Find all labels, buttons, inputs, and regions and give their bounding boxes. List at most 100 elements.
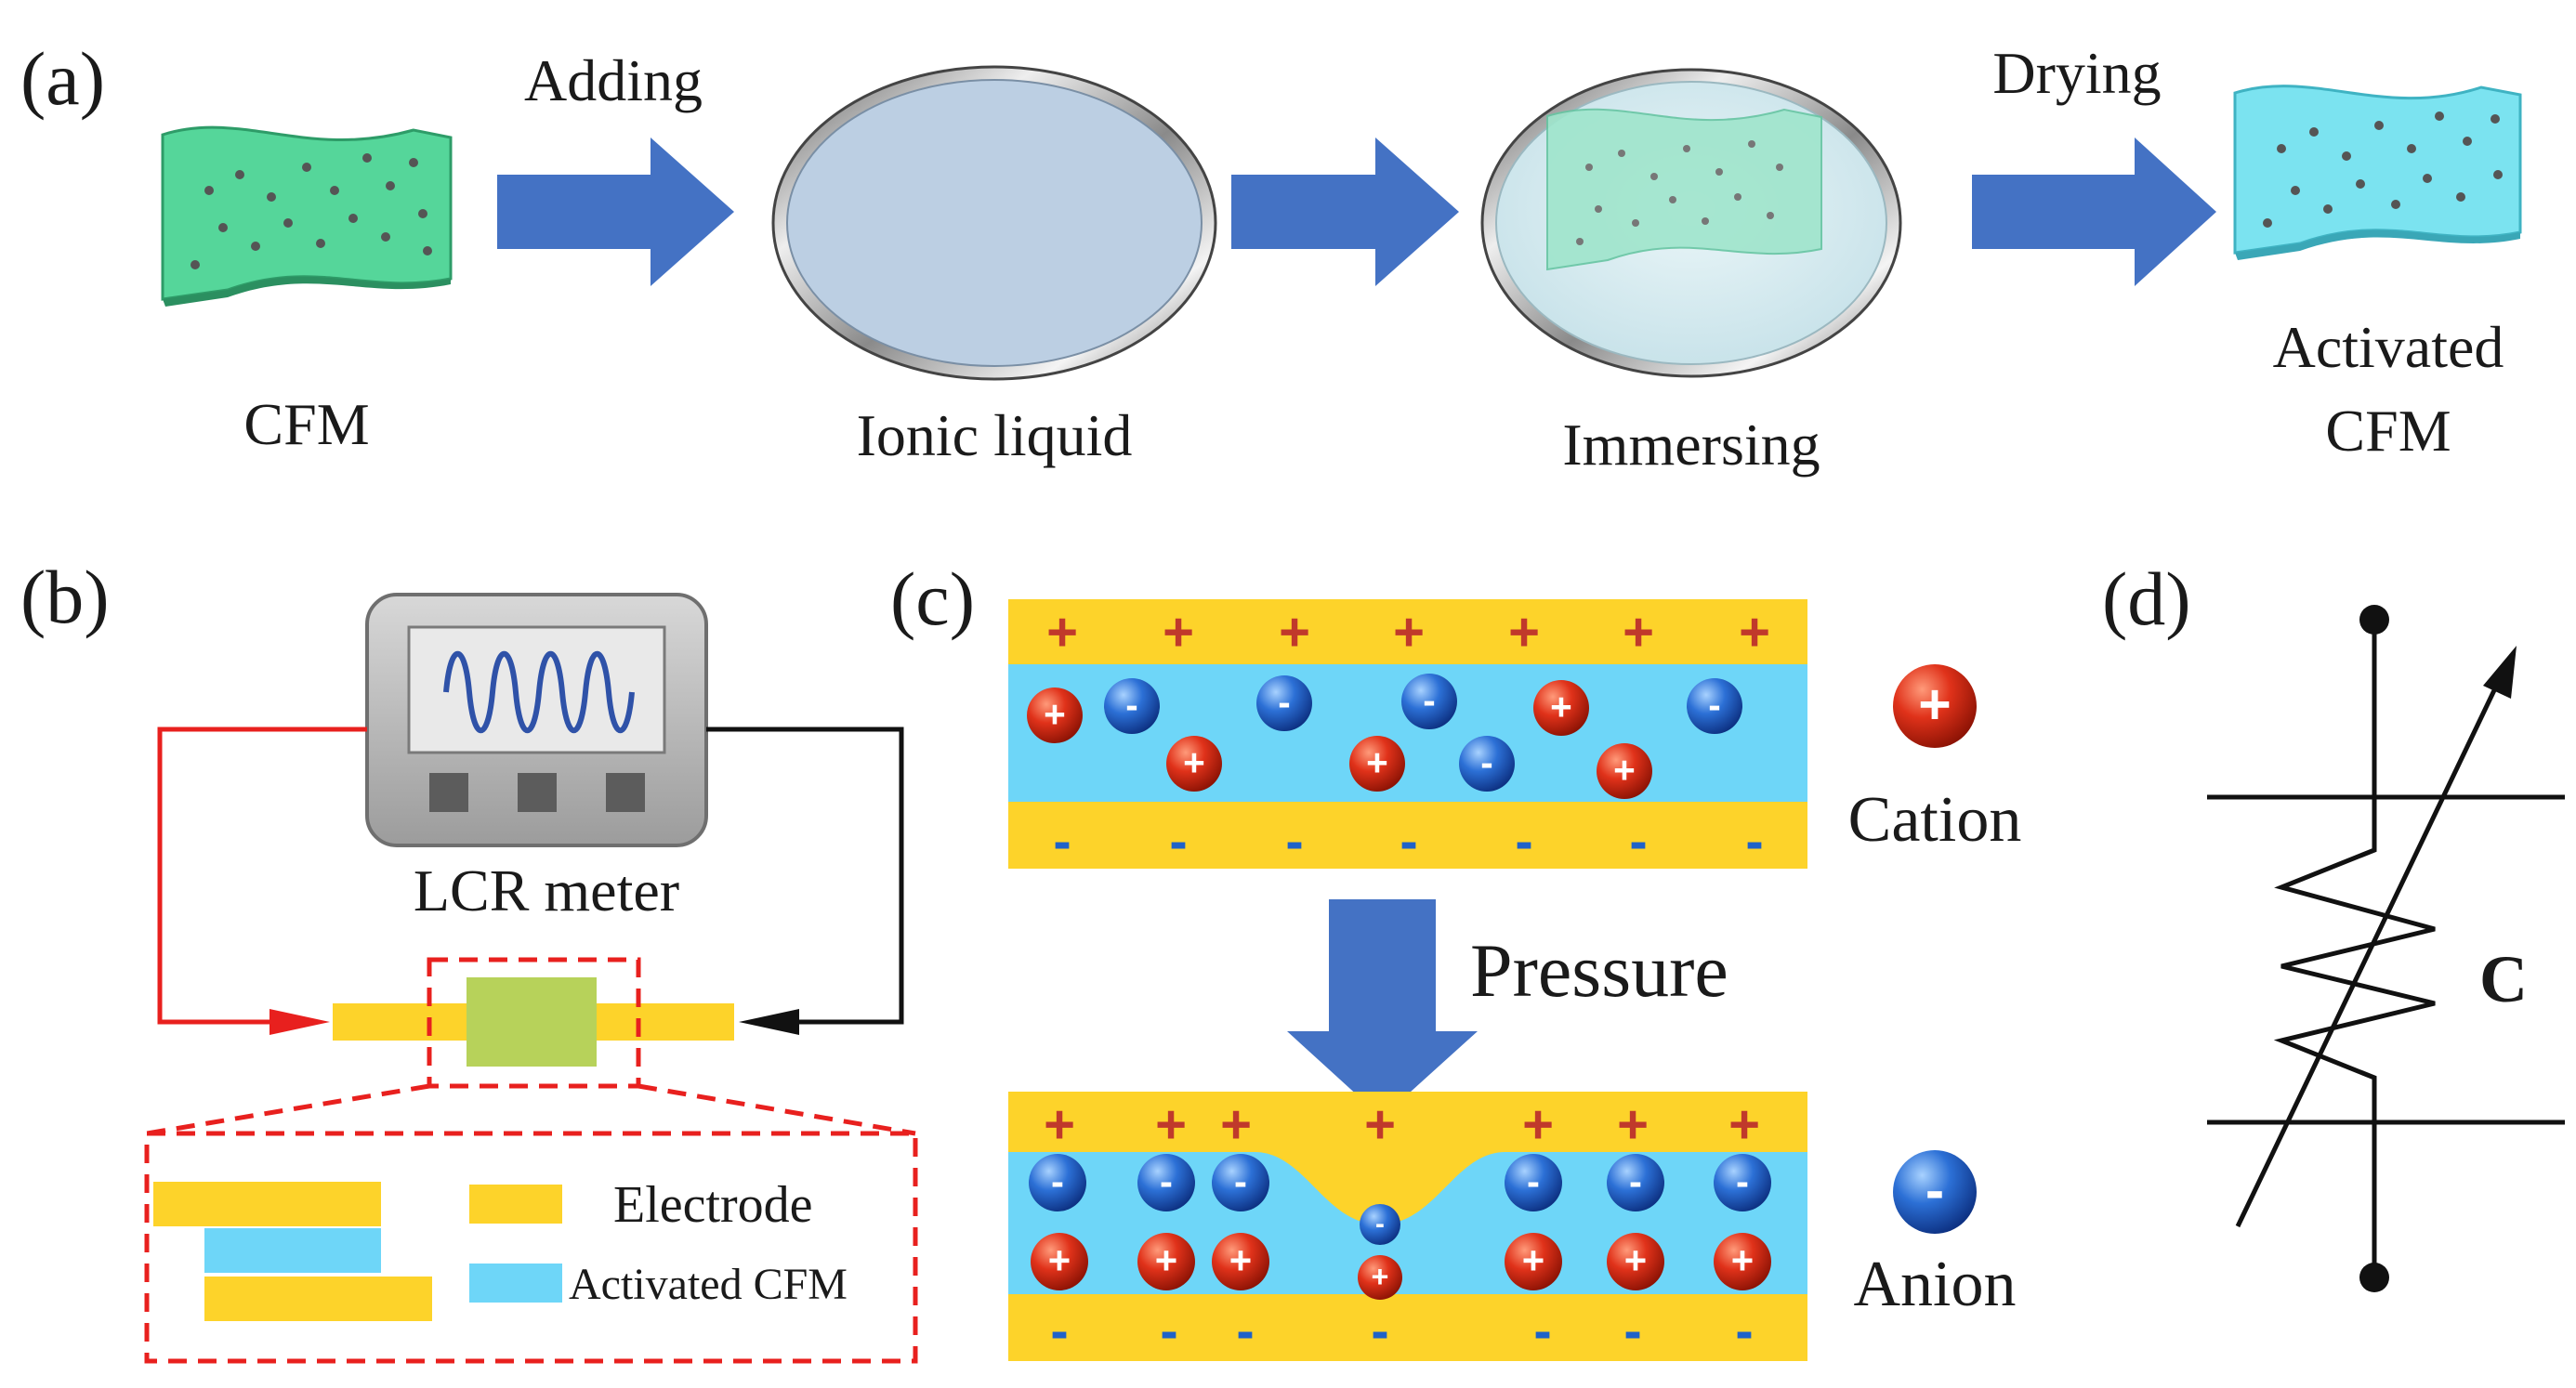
anion-ion: -	[1459, 736, 1515, 792]
cation-ion: +	[1533, 680, 1589, 736]
positive-charge-sign: +	[1508, 602, 1540, 662]
anion-ion-sign: -	[1234, 1159, 1247, 1203]
negative-charge-sign: -	[1623, 1301, 1641, 1361]
anion-ion-ball	[1401, 674, 1457, 729]
anion-ion-ball	[1137, 1154, 1195, 1211]
zoom-line-left	[146, 1083, 430, 1136]
cation-ion: +	[1358, 1255, 1402, 1300]
arrow-drying-label: Drying	[1992, 40, 2161, 106]
cation-ion: +	[1027, 687, 1083, 743]
anion-ion: -	[1714, 1154, 1771, 1211]
cation-ion-ball	[1349, 736, 1405, 792]
anion-ion-ball	[1607, 1154, 1664, 1211]
detail-activated-cfm-layer	[204, 1228, 381, 1273]
capacitor-pressed: +++++++ ------- ------++++++-+	[1008, 1092, 1807, 1361]
cation-ion: +	[1137, 1233, 1195, 1290]
pressure-label: Pressure	[1470, 928, 1728, 1013]
step-caption-cfm: CFM	[243, 391, 369, 457]
unpressed-bottom-electrode	[1008, 802, 1807, 869]
sensor-zoom-box	[427, 957, 641, 1089]
zoom-line-right	[637, 1083, 916, 1136]
positive-charge-sign: +	[1163, 602, 1194, 662]
step-caption-activated-line2: CFM	[2325, 398, 2451, 464]
cation-ion-sign: +	[1731, 1238, 1754, 1282]
lcr-meter-label: LCR meter	[414, 858, 679, 923]
positive-charge-sign: +	[1522, 1094, 1554, 1155]
cation-ion: +	[1893, 664, 1977, 748]
lcr-meter	[365, 593, 708, 847]
cation-ion: +	[1597, 743, 1652, 799]
activated-cfm-body	[2233, 85, 2522, 255]
positive-charge-sign: +	[1046, 602, 1078, 662]
cation-ion-ball	[1358, 1255, 1402, 1300]
activated-cfm-pores	[2263, 111, 2503, 228]
anion-ion-sign: -	[1125, 684, 1138, 727]
anion-ion: -	[1505, 1154, 1562, 1211]
activated-cfm-edge	[2235, 229, 2520, 260]
ion-legend-icons: +-	[1893, 664, 1977, 1234]
variable-arrowhead	[2483, 646, 2517, 699]
negative-charge-sign: -	[1169, 811, 1187, 871]
negative-charge-sign: -	[1400, 811, 1417, 871]
cation-ion-sign: +	[1183, 741, 1205, 784]
cation-ion-ball	[1166, 736, 1222, 792]
step-caption-immersing: Immersing	[1562, 412, 1820, 478]
panel-c-label: (c)	[890, 557, 975, 641]
cation-ion: +	[1031, 1233, 1088, 1290]
anion-ion: -	[1104, 678, 1160, 734]
unpressed-ions: +---+-++-+	[1027, 674, 1742, 799]
anion-ion-ball	[1893, 1150, 1977, 1234]
ionic-liquid-dish	[771, 65, 1217, 381]
pressed-bottom-electrode	[1008, 1294, 1807, 1361]
anion-ion-sign: -	[1629, 1159, 1642, 1203]
negative-charge-sign: -	[1745, 811, 1763, 871]
cation-ion-ball	[1212, 1233, 1269, 1290]
cation-ion: +	[1166, 736, 1222, 792]
anion-ion-ball	[1256, 675, 1312, 731]
step-caption-ionic-liquid: Ionic liquid	[857, 402, 1133, 468]
negative-charge-sign: -	[1285, 811, 1303, 871]
pressed-negative-charges: -------	[1050, 1301, 1753, 1361]
pressed-ions: ------++++++-+	[1029, 1154, 1771, 1300]
lcr-button-1	[429, 773, 468, 812]
positive-charge-sign: +	[1044, 1094, 1075, 1155]
anion-ion: -	[1256, 675, 1312, 731]
pressed-top-electrode	[1008, 1092, 1807, 1224]
cation-ion: +	[1607, 1233, 1664, 1290]
positive-charge-sign: +	[1617, 1094, 1649, 1155]
cation-ion-sign: +	[1229, 1238, 1252, 1282]
cation-ion-ball	[1714, 1233, 1771, 1290]
cfm-sheet-edge	[163, 276, 451, 307]
black-lead-arrowhead	[739, 1009, 799, 1035]
pressure-arrow	[1287, 899, 1478, 1118]
cation-ion-ball	[1505, 1233, 1562, 1290]
panel-b-label: (b)	[20, 555, 110, 639]
variable-arrow-line	[2235, 667, 2507, 1228]
anion-ion-ball	[1714, 1154, 1771, 1211]
positive-charge-sign: +	[1155, 1094, 1187, 1155]
sensor-activated-cfm	[467, 977, 597, 1067]
cation-ion-sign: +	[1044, 693, 1066, 736]
anion-ion: -	[1360, 1204, 1400, 1245]
cation-ion-ball	[1597, 743, 1652, 799]
unpressed-positive-charges: +++++++	[1046, 602, 1770, 662]
cation-ion-sign: +	[1522, 1238, 1544, 1282]
legend-label-activated-cfm: Activated CFM	[569, 1260, 848, 1309]
cation-ion-sign: +	[1366, 741, 1388, 784]
arrow-immersing	[1231, 137, 1459, 286]
positive-charge-sign: +	[1623, 602, 1654, 662]
resistor-zigzag	[2273, 797, 2436, 1122]
anion-ion: -	[1893, 1150, 1977, 1234]
activated-cfm-sheet	[2233, 85, 2522, 260]
step-caption-activated-line1: Activated	[2273, 314, 2504, 380]
arrow-adding-label: Adding	[524, 47, 703, 113]
anion-ion-ball	[1459, 736, 1515, 792]
positive-charge-sign: +	[1739, 602, 1770, 662]
panel-a: (a) CFM Adding Ionic liquid	[20, 36, 2522, 478]
negative-charge-sign: -	[1236, 1301, 1254, 1361]
cation-ion-sign: +	[1918, 673, 1951, 736]
panel-d-label: (d)	[2102, 557, 2191, 641]
positive-charge-sign: +	[1279, 602, 1310, 662]
negative-charge-sign: -	[1533, 1301, 1551, 1361]
anion-ion-sign: -	[1708, 684, 1721, 727]
